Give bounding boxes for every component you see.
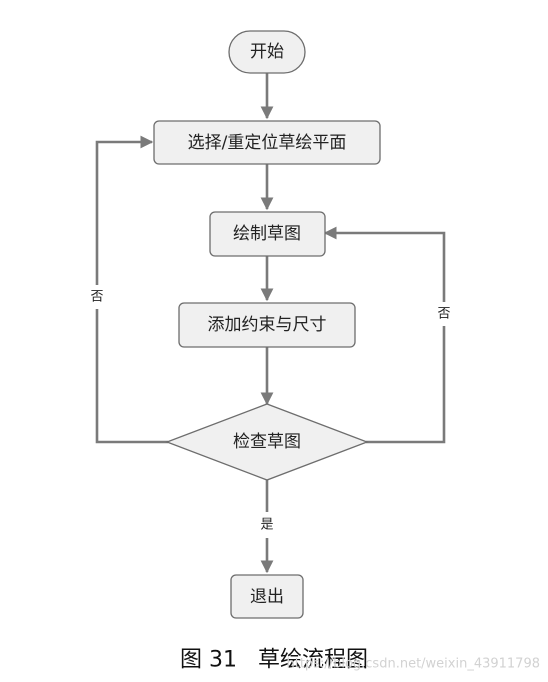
start-terminator-shape <box>228 30 306 74</box>
check-sketch-decision-shape <box>165 403 369 481</box>
node-add-constraints-label: 添加约束与尺寸 <box>208 315 327 335</box>
add-constraints-process-shape <box>178 302 356 348</box>
draw-sketch-process-shape <box>209 211 326 257</box>
node-exit-label: 退出 <box>250 587 284 607</box>
edge-label-no-right: 否 <box>437 307 450 322</box>
edge-check-to-draw-loop <box>323 226 446 444</box>
watermark: https://blog.csdn.net/weixin_43911798 <box>286 657 540 672</box>
figure-caption: 图 31 草绘流程图 <box>180 648 368 673</box>
node-check-sketch: 检查草图 <box>165 403 369 481</box>
node-add-constraints: 添加约束与尺寸 <box>178 302 356 348</box>
edge-label-yes: 是 <box>260 518 273 533</box>
node-start-label: 开始 <box>250 42 284 62</box>
edge-label-bg-right <box>429 302 459 326</box>
node-select-plane: 选择/重定位草绘平面 <box>153 120 381 165</box>
node-draw-sketch: 绘制草图 <box>209 211 326 257</box>
edge-label-no-left: 否 <box>90 290 103 305</box>
edge-label-bg-left <box>82 285 112 309</box>
node-select-plane-label: 选择/重定位草绘平面 <box>188 133 347 153</box>
select-plane-process-shape <box>153 120 381 165</box>
node-check-sketch-label: 检查草图 <box>233 432 301 452</box>
exit-process-shape <box>230 574 304 619</box>
node-draw-sketch-label: 绘制草图 <box>233 224 301 244</box>
node-start: 开始 <box>228 30 306 74</box>
node-exit: 退出 <box>230 574 304 619</box>
